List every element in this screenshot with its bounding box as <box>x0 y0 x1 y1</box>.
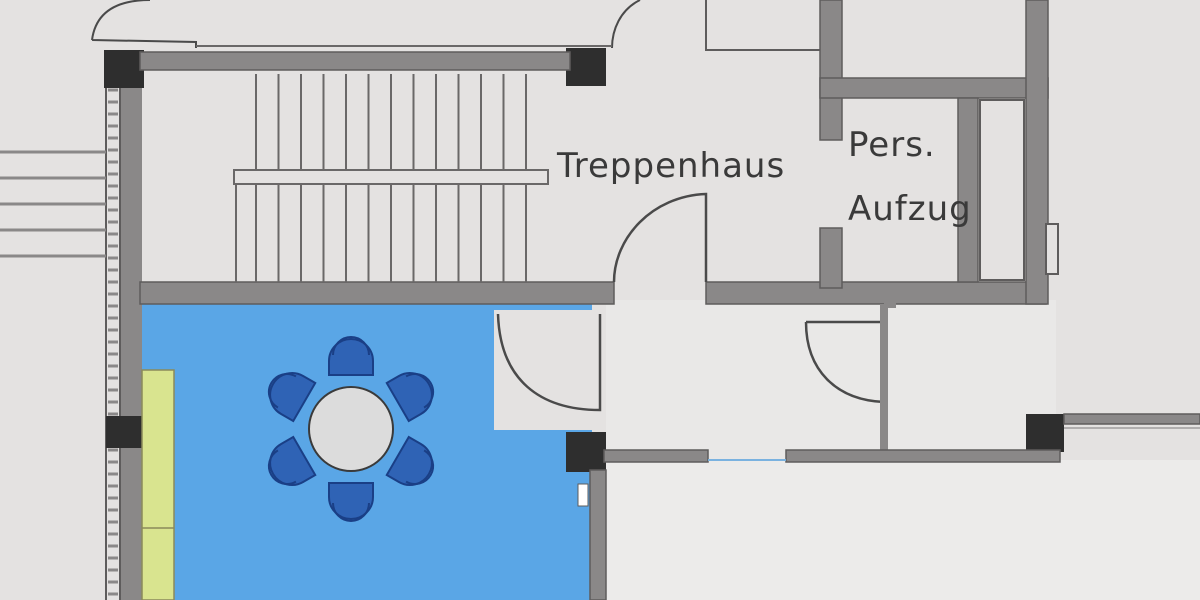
small-switch-box <box>577 483 589 507</box>
column-meeting-right <box>566 432 606 472</box>
column-top-stair <box>566 48 606 86</box>
stair-landing-rail <box>233 169 549 185</box>
label-stairwell: Treppenhaus <box>556 146 785 186</box>
column-top-left <box>104 50 144 88</box>
staircase <box>235 74 527 282</box>
corridor-walls <box>589 413 1200 600</box>
corridor-floor <box>606 300 1056 460</box>
elevator-shaft-right <box>979 99 1025 281</box>
label-elevator-line1: Pers. <box>848 125 936 165</box>
lower-right-room-floor <box>606 460 1200 600</box>
chair <box>328 482 374 522</box>
label-elevator-line2: Aufzug <box>848 189 972 229</box>
stairwell-walls <box>139 0 1049 305</box>
elevator-door-frame <box>1045 223 1059 275</box>
chair <box>267 435 317 486</box>
column-left-mid <box>106 416 144 448</box>
door-swing-stairwell <box>612 192 708 283</box>
chairs <box>267 336 435 522</box>
chair <box>385 372 435 423</box>
column-bottom-right <box>1026 414 1064 452</box>
door-swing-meeting-room <box>496 313 602 412</box>
meeting-room-door-niche <box>494 310 600 430</box>
bench <box>141 369 175 600</box>
left-window-lines <box>0 150 106 258</box>
top-right-room-outline <box>705 0 820 51</box>
door-swing-top-mid <box>611 0 641 49</box>
chair <box>328 336 374 376</box>
chair <box>385 435 435 486</box>
chair <box>267 372 317 423</box>
round-table <box>308 386 394 472</box>
